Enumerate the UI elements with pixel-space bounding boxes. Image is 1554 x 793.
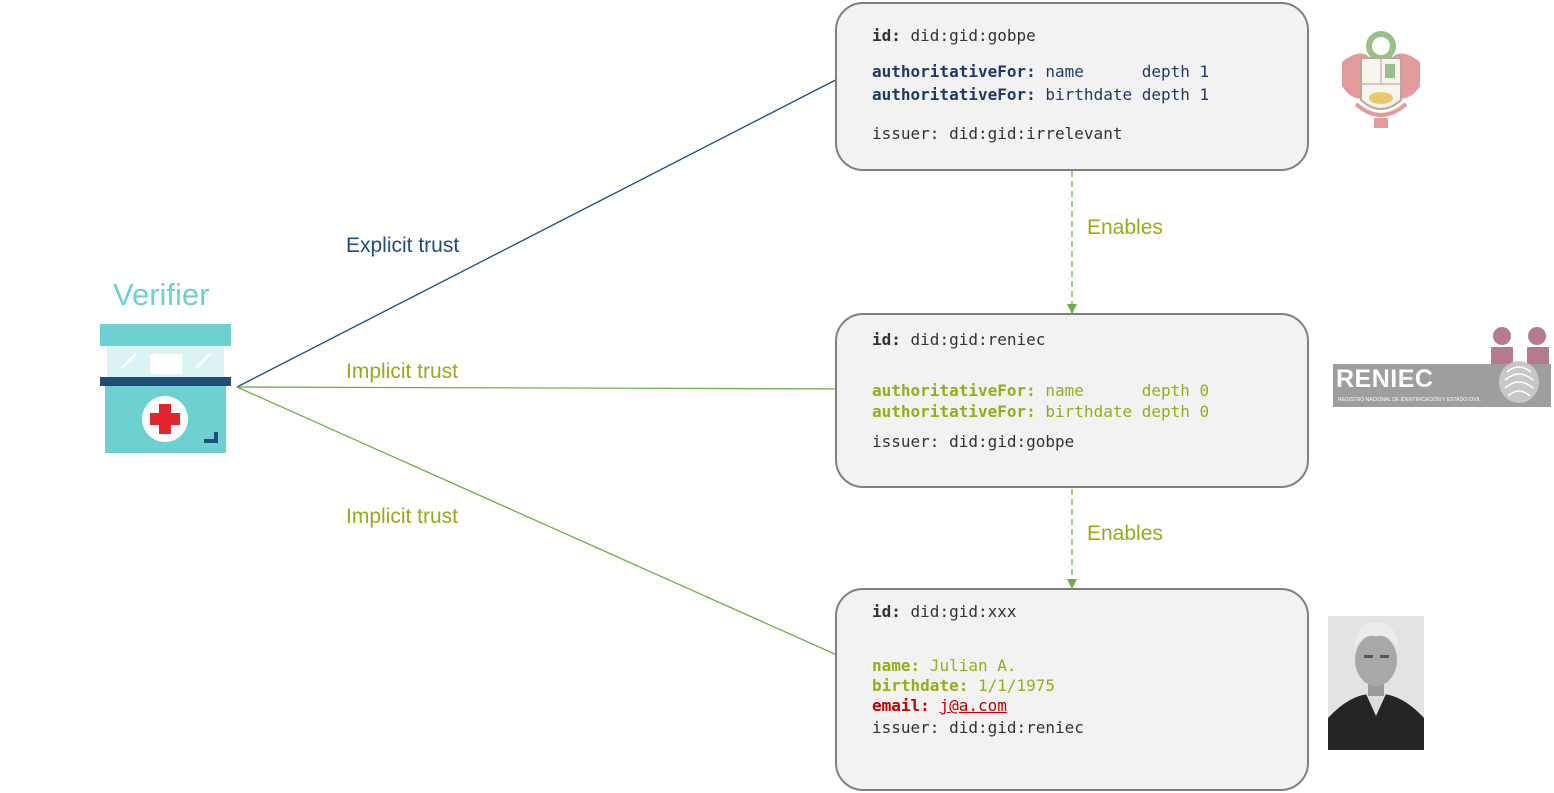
claim-birthdate: birthdate: 1/1/1975 (872, 676, 1055, 696)
card-id: id: did:gid:xxx (872, 602, 1017, 622)
id-key: id: (872, 26, 901, 45)
authoritative-value: name depth 1 (1035, 62, 1210, 81)
credential-card-reniec: id: did:gid:reniec authoritativeFor: nam… (835, 313, 1309, 488)
id-key: id: (872, 330, 901, 349)
id-key: id: (872, 602, 901, 621)
authoritative-row: authoritativeFor: name depth 1 (872, 62, 1209, 82)
card-id: id: did:gid:gobpe (872, 26, 1036, 46)
peru-coat-of-arms-icon (1342, 31, 1420, 128)
reniec-logo-text: RENIEC (1336, 365, 1434, 393)
authoritative-value: birthdate depth 0 (1035, 402, 1210, 421)
card-id: id: did:gid:reniec (872, 330, 1045, 350)
implicit-trust-label-1: Implicit trust (346, 360, 459, 383)
credential-card-gobpe: id: did:gid:gobpe authoritativeFor: name… (835, 2, 1309, 171)
authoritative-row: authoritativeFor: name depth 0 (872, 381, 1209, 401)
verifier-label: Verifier (113, 277, 210, 312)
claim-key: birthdate: (872, 676, 969, 695)
claim-name: name: Julian A. (872, 656, 1017, 676)
implicit-trust-arrow-reniec (236, 383, 858, 394)
authoritative-key: authoritativeFor: (872, 85, 1036, 104)
enables-label-2: Enables (1087, 522, 1163, 545)
authoritative-key: authoritativeFor: (872, 381, 1036, 400)
id-value: did:gid:reniec (900, 330, 1046, 349)
authoritative-value: birthdate depth 1 (1035, 85, 1210, 104)
implicit-trust-label-2: Implicit trust (346, 505, 459, 528)
pharmacy-kiosk-icon (100, 324, 231, 453)
implicit-trust-arrow-xxx (236, 386, 858, 665)
credential-card-xxx: id: did:gid:xxx name: Julian A. birthdat… (835, 588, 1309, 791)
claim-email: email: j@a.com (872, 696, 1007, 716)
claim-value: 1/1/1975 (968, 676, 1056, 695)
card-issuer: issuer: did:gid:irrelevant (872, 124, 1123, 143)
enables-label-1: Enables (1087, 216, 1163, 239)
person-portrait-photo (1328, 616, 1424, 750)
id-value: did:gid:xxx (900, 602, 1017, 621)
authoritative-row: authoritativeFor: birthdate depth 0 (872, 402, 1209, 422)
authoritative-row: authoritativeFor: birthdate depth 1 (872, 85, 1209, 105)
authoritative-value: name depth 0 (1035, 381, 1210, 400)
explicit-trust-label: Explicit trust (346, 234, 460, 257)
email-link[interactable]: j@a.com (939, 696, 1007, 715)
claim-key: name: (872, 656, 921, 675)
id-value: did:gid:gobpe (900, 26, 1036, 45)
authoritative-key: authoritativeFor: (872, 402, 1036, 421)
authoritative-key: authoritativeFor: (872, 62, 1036, 81)
card-issuer: issuer: did:gid:gobpe (872, 432, 1075, 451)
card-issuer: issuer: did:gid:reniec (872, 718, 1084, 737)
claim-value: Julian A. (920, 656, 1017, 675)
claim-key: email: (872, 696, 930, 715)
reniec-logo (1333, 327, 1551, 407)
explicit-trust-arrow (236, 68, 858, 388)
reniec-logo-subtitle: REGISTRO NACIONAL DE IDENTIFICACIÓN Y ES… (1338, 397, 1481, 403)
